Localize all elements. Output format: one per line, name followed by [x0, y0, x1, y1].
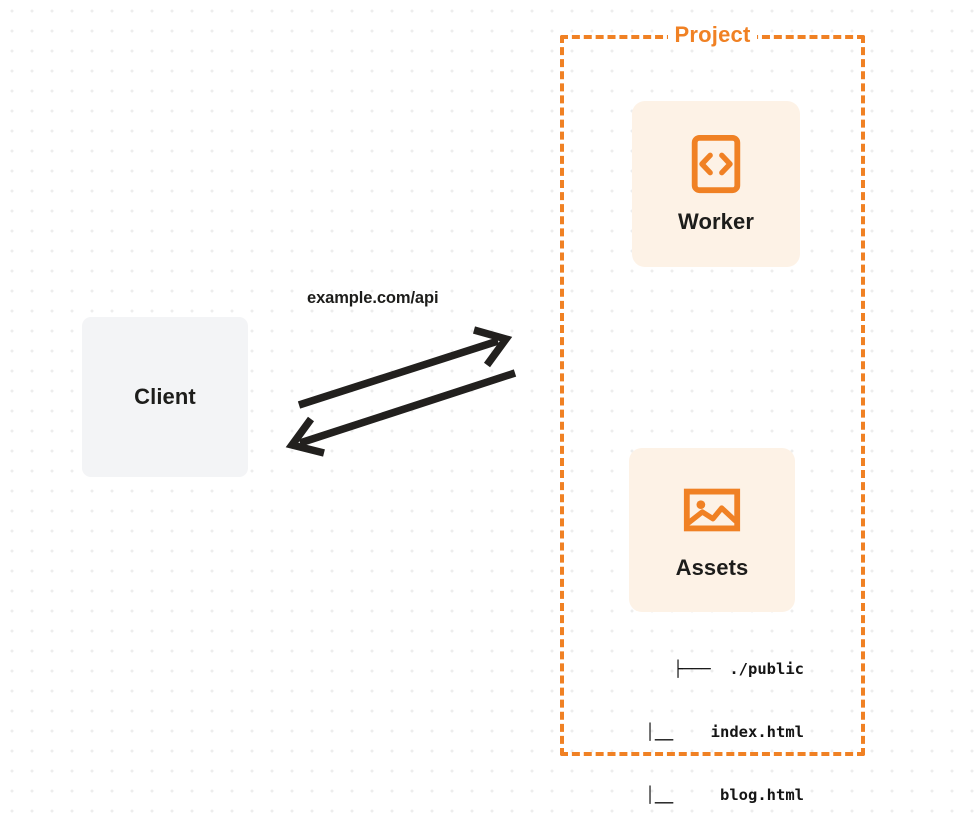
file-tree-row: │__ blog.html — [645, 786, 804, 804]
client-label: Client — [134, 384, 196, 409]
project-title: Project — [667, 22, 758, 48]
client-node: Client — [82, 317, 248, 477]
image-icon — [683, 488, 741, 532]
file-tree-row: ├─── ./public — [673, 660, 804, 678]
worker-label: Worker — [678, 209, 754, 234]
worker-node: Worker — [632, 101, 800, 267]
assets-node: Assets — [629, 448, 795, 612]
request-arrow — [297, 326, 513, 409]
connection-label: example.com/api — [307, 289, 439, 307]
assets-label: Assets — [675, 555, 749, 580]
assets-file-tree: ├─── ./public │__ index.html │__ blog.ht… — [606, 617, 804, 818]
project-boundary: Project — [560, 22, 865, 756]
file-tree-row: │__ index.html — [645, 723, 804, 741]
code-brackets-icon — [691, 134, 741, 194]
response-arrow — [285, 369, 517, 457]
